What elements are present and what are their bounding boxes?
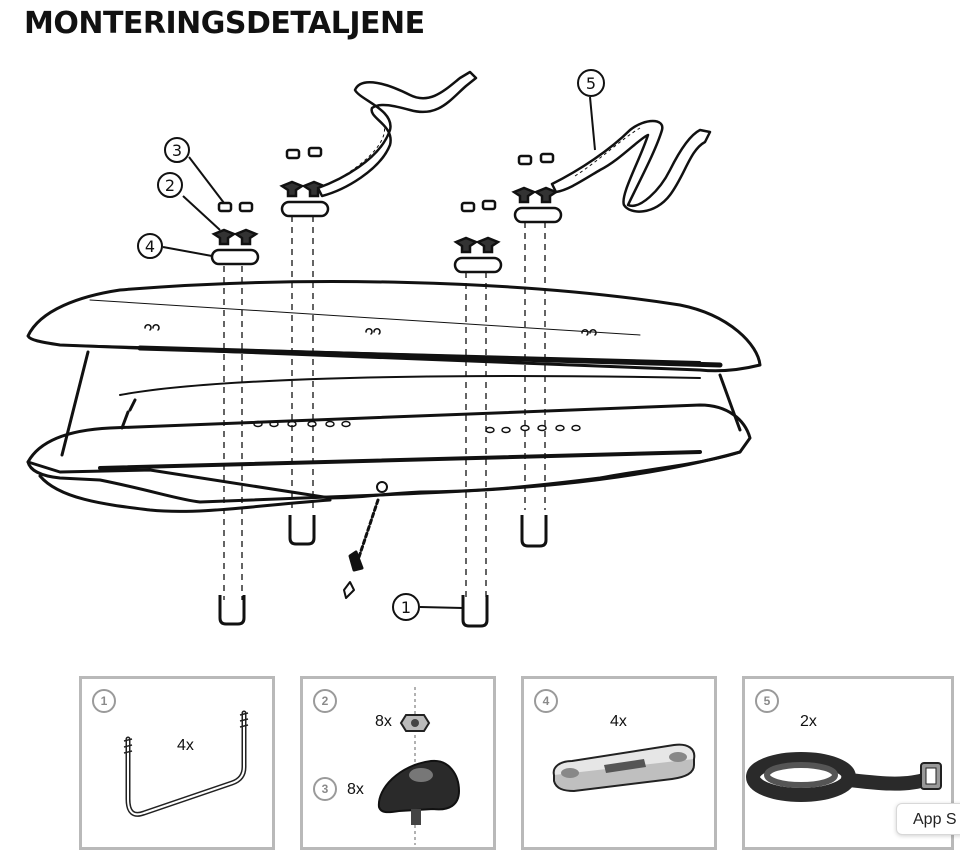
- callout-3: 3: [172, 141, 182, 160]
- part-number-badge: 4: [534, 689, 558, 713]
- part-number-badge: 1: [92, 689, 116, 713]
- mounting-plate-icon: [552, 743, 696, 793]
- page-title: MONTERINGSDETALJENE: [24, 6, 425, 41]
- u-bolt-icon: [123, 710, 249, 817]
- part-box-2-3: 2 8x 3 8x: [300, 676, 496, 850]
- part-quantity: 4x: [177, 737, 194, 754]
- part-number-badge: 2: [313, 689, 337, 713]
- part-box-4: 4 4x: [521, 676, 717, 850]
- part-quantity: 4x: [610, 713, 627, 730]
- part-quantity-b: 8x: [347, 781, 364, 798]
- callout-2: 2: [165, 176, 175, 195]
- part-box-1: 1 4x: [79, 676, 275, 850]
- nut-and-knob-icon: [377, 687, 461, 845]
- knob-icon: [377, 759, 461, 825]
- callout-4: 4: [145, 237, 155, 256]
- part-number-badge-b: 3: [313, 777, 337, 801]
- callout-1: 1: [401, 598, 411, 617]
- part-quantity: 8x: [375, 713, 392, 730]
- part-number-badge: 5: [755, 689, 779, 713]
- assembly-diagram: 3 2 4 5 1: [26, 69, 762, 628]
- app-store-label: App S: [913, 811, 957, 828]
- callout-5: 5: [586, 74, 596, 93]
- strap-icon: [746, 752, 942, 802]
- part-quantity: 2x: [800, 713, 817, 730]
- nut-icon: [399, 714, 431, 732]
- app-store-popup[interactable]: App S: [896, 803, 960, 835]
